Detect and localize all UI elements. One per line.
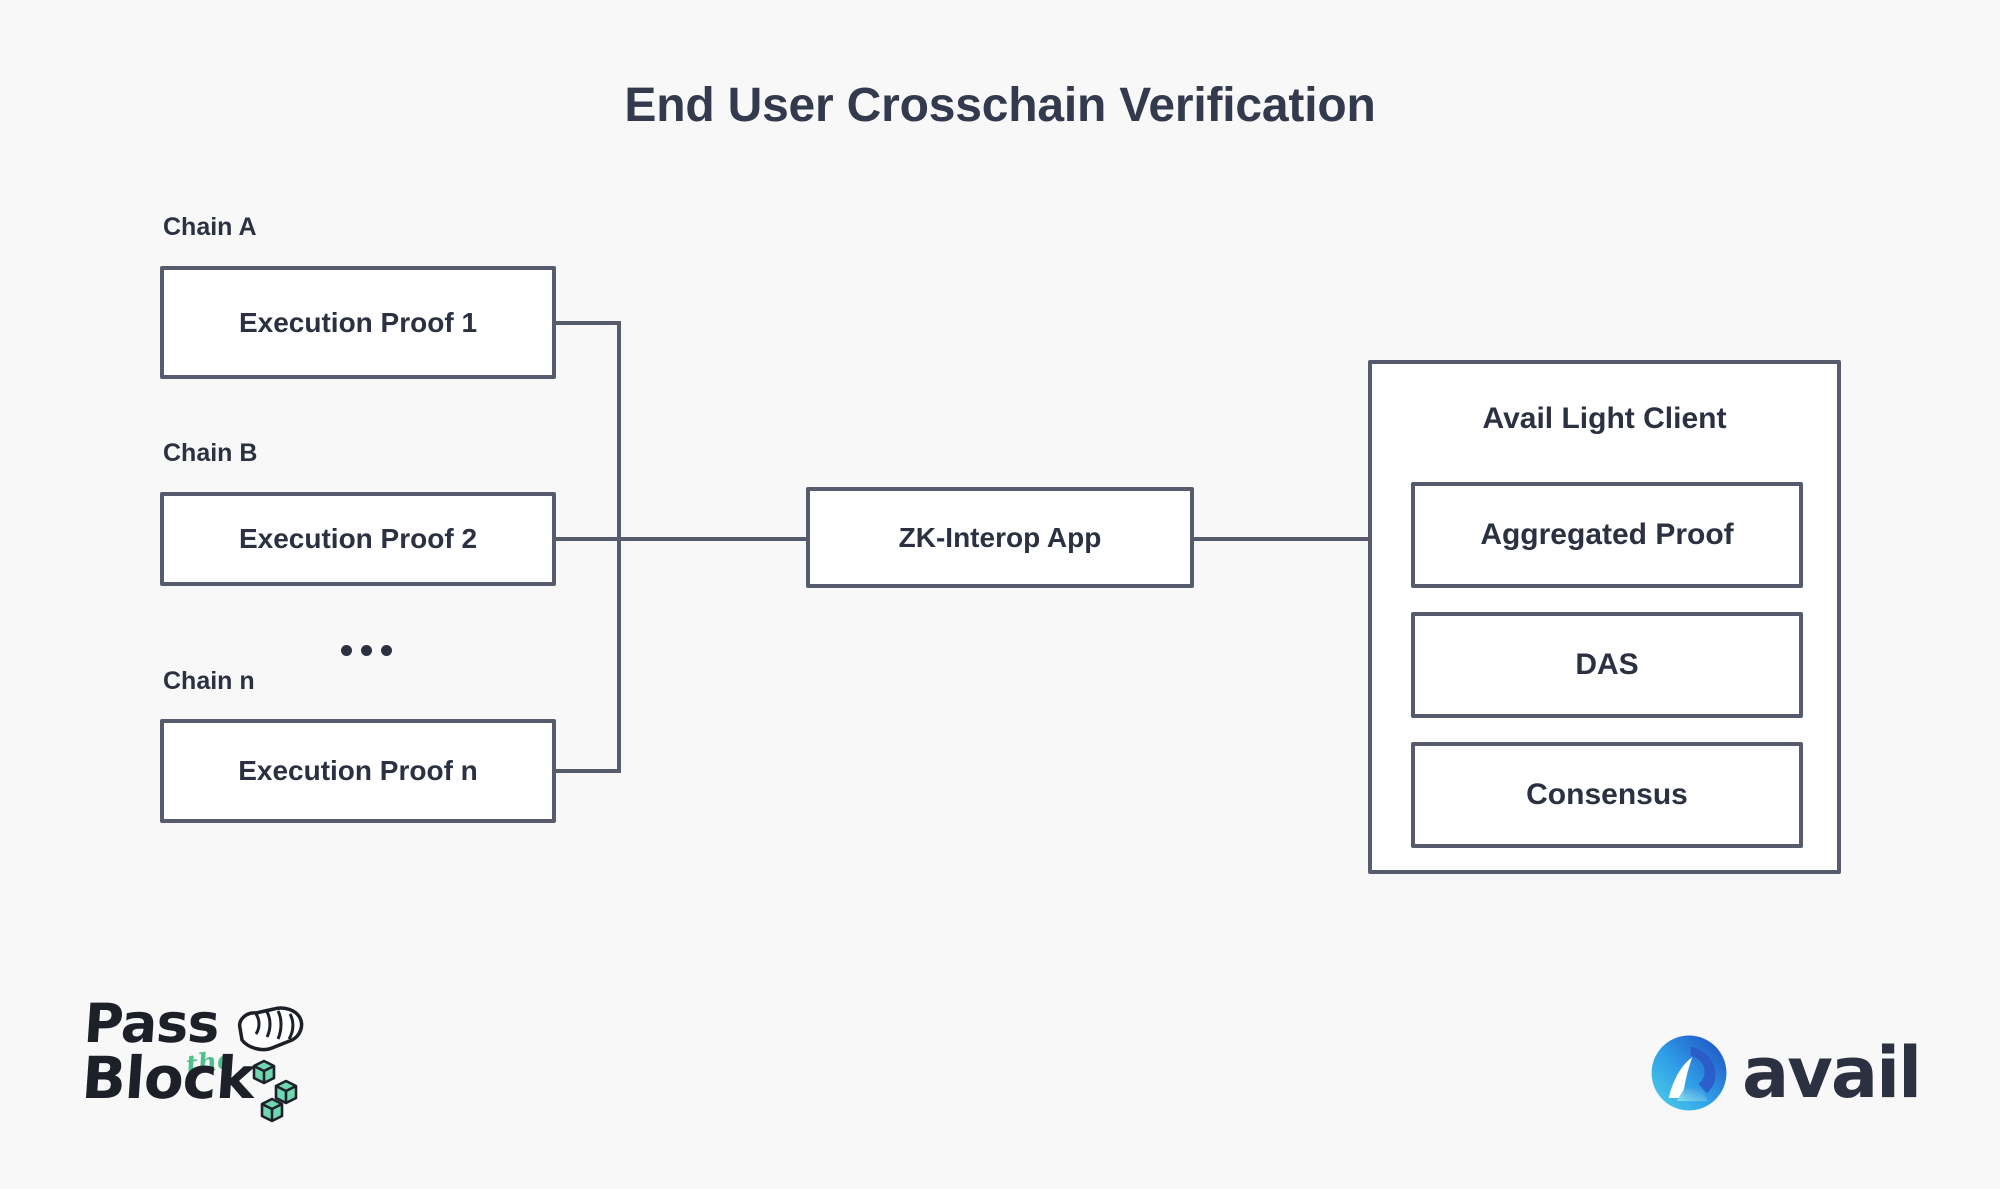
execution-proof-n-box[interactable]: Execution Proof n: [160, 719, 556, 823]
das-box[interactable]: DAS: [1411, 612, 1803, 718]
ellipsis-dot: [381, 645, 392, 656]
cubes-icon: [252, 1059, 298, 1123]
avail-light-client-title: Avail Light Client: [1482, 402, 1727, 435]
pass-the-block-logo: Pass the Block: [79, 992, 332, 1132]
ptb-word-block: Block: [79, 1044, 257, 1112]
avail-logo: avail: [1650, 1028, 1940, 1118]
page-title: End User Crosschain Verification: [624, 79, 1376, 132]
execution-proof-1-box[interactable]: Execution Proof 1: [160, 266, 556, 379]
chain-label-n: Chain n: [163, 667, 255, 695]
zk-interop-app-box[interactable]: ZK-Interop App: [806, 487, 1194, 588]
connector-proof2-horizontal: [556, 537, 621, 541]
consensus-box[interactable]: Consensus: [1411, 742, 1803, 848]
connector-proofn-horizontal: [556, 769, 621, 773]
connector-bus-to-zk: [617, 537, 808, 541]
connector-zk-to-light-client: [1194, 537, 1412, 541]
connector-vertical-bus: [617, 321, 621, 773]
avail-wordmark: avail: [1742, 1032, 1922, 1114]
aggregated-proof-box[interactable]: Aggregated Proof: [1411, 482, 1803, 588]
chain-label-b: Chain B: [163, 439, 258, 467]
ellipsis-dot: [341, 645, 352, 656]
fist-icon: [237, 1006, 304, 1052]
ellipsis-indicator: [341, 645, 392, 656]
connector-proof1-horizontal: [556, 321, 621, 325]
ellipsis-dot: [361, 645, 372, 656]
chain-label-a: Chain A: [163, 213, 257, 241]
execution-proof-2-box[interactable]: Execution Proof 2: [160, 492, 556, 586]
avail-mark-icon: [1651, 1035, 1727, 1111]
